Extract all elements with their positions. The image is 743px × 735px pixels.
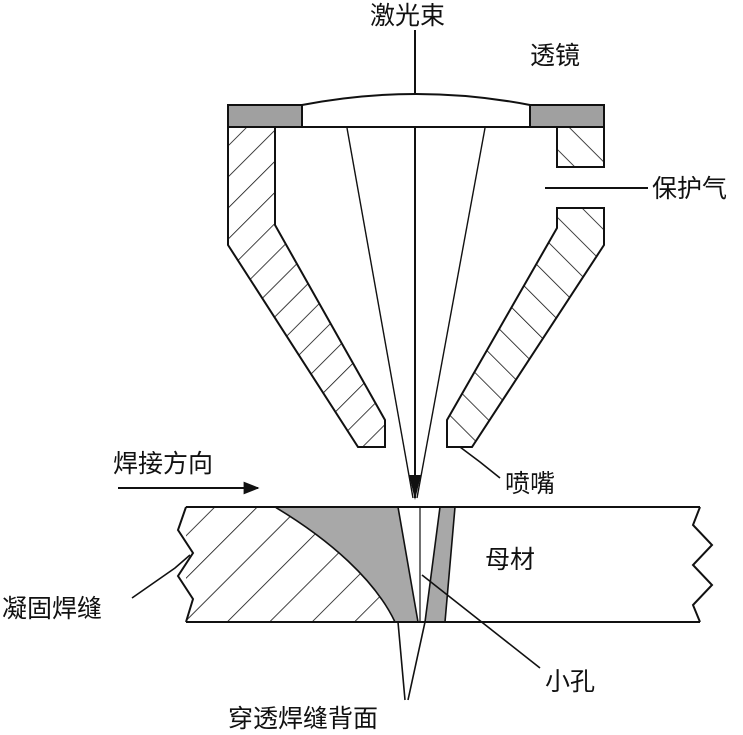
- lens-mount-right: [529, 104, 605, 128]
- label-weld-root: 穿透焊缝背面: [228, 704, 378, 733]
- weld-root-leader-right: [407, 621, 426, 701]
- nozzle-left-wall: [227, 126, 386, 448]
- nozzle-leader: [459, 446, 501, 479]
- solidified-weld-leader: [131, 554, 191, 599]
- label-welding-direction: 焊接方向: [113, 449, 213, 478]
- label-base-metal: 母材: [485, 545, 535, 574]
- keyhole-leader: [421, 574, 541, 669]
- weld-root-leader-left: [397, 621, 406, 701]
- label-solidified-weld: 凝固焊缝: [2, 594, 102, 623]
- beam-cone-right: [416, 127, 486, 499]
- lens-mount-left: [227, 104, 303, 128]
- nozzle-right-wall: [446, 207, 605, 448]
- workpiece-right-break: [691, 506, 714, 623]
- label-nozzle: 喷嘴: [505, 469, 555, 498]
- label-shielding-gas: 保护气: [652, 174, 727, 203]
- label-keyhole: 小孔: [545, 667, 595, 696]
- label-lens: 透镜: [530, 41, 580, 70]
- beam-cone-left: [346, 127, 414, 499]
- laser-beam-arrowhead: [409, 475, 421, 500]
- nozzle-right-upper-block: [556, 126, 605, 168]
- workpiece-left-break: [176, 506, 195, 623]
- lens-shape: [301, 93, 531, 128]
- solidified-weld-region: [186, 507, 395, 622]
- label-laser-beam: 激光束: [370, 1, 445, 30]
